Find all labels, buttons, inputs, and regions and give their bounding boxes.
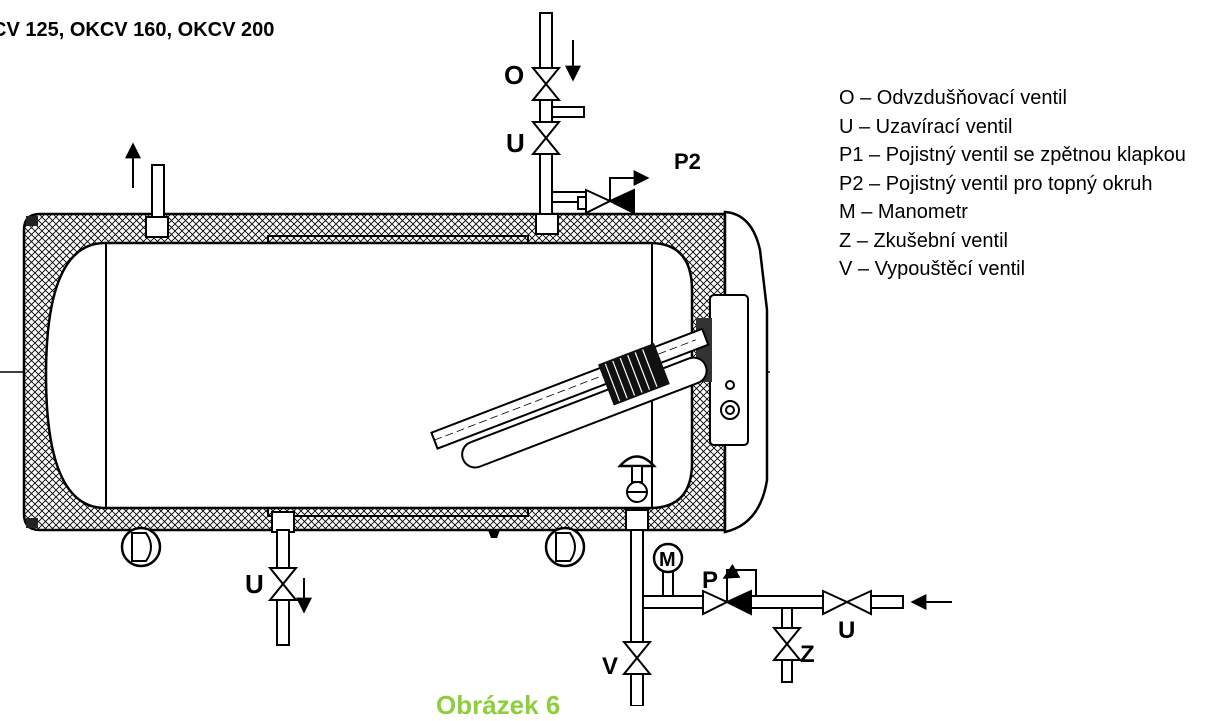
legend-item-p2: P2 – Pojistný ventil pro topný okruh [839, 172, 1153, 195]
label-m: M [659, 549, 676, 571]
water-heater-diagram: O U P2 U M P U Z V [0, 12, 952, 706]
drain-plug [488, 530, 500, 538]
heating-element [430, 327, 710, 469]
label-u-inlet: U [838, 617, 855, 644]
label-z: Z [800, 641, 815, 668]
tank-bottom-band [267, 508, 529, 517]
flange-plate [709, 294, 749, 446]
legend-item-p1: P1 – Pojistný ventil se zpětnou klapkou [839, 144, 1186, 166]
legend-item-u: U – Uzavírací ventil [839, 115, 1013, 138]
page-title: CV 125, OKCV 160, OKCV 200 [0, 19, 275, 41]
label-o: O [504, 60, 524, 90]
tank-foot-right [544, 526, 586, 568]
tank-corner-tl [26, 216, 38, 226]
tank-corner-bl [26, 518, 38, 528]
label-p: P [702, 567, 718, 594]
bottom-left-outlet [267, 511, 312, 646]
legend-item-o: O – Odvzdušňovací ventil [839, 87, 1067, 109]
legend-item-v: V – Vypouštěcí ventil [839, 258, 1026, 280]
tank-top-band [267, 235, 529, 243]
legend-item-z: Z – Zkušební ventil [839, 229, 1008, 252]
label-v: V [602, 653, 618, 680]
flange-port [720, 400, 740, 420]
manometer-icon [652, 542, 684, 574]
flange-port-inner [725, 405, 735, 415]
flange-bolt [725, 380, 735, 390]
label-u-bottom: U [245, 569, 264, 599]
label-p2: P2 [674, 149, 701, 174]
tank-foot-left [120, 526, 162, 568]
hot-water-outlet [125, 142, 169, 238]
top-fitting-stack [530, 12, 650, 235]
label-u-top: U [506, 128, 525, 158]
legend-item-m: M – Manometr [839, 201, 968, 223]
inlet-assembly [617, 455, 952, 706]
legend: O – Odvzdušňovací ventil U – Uzavírací v… [839, 84, 1219, 284]
